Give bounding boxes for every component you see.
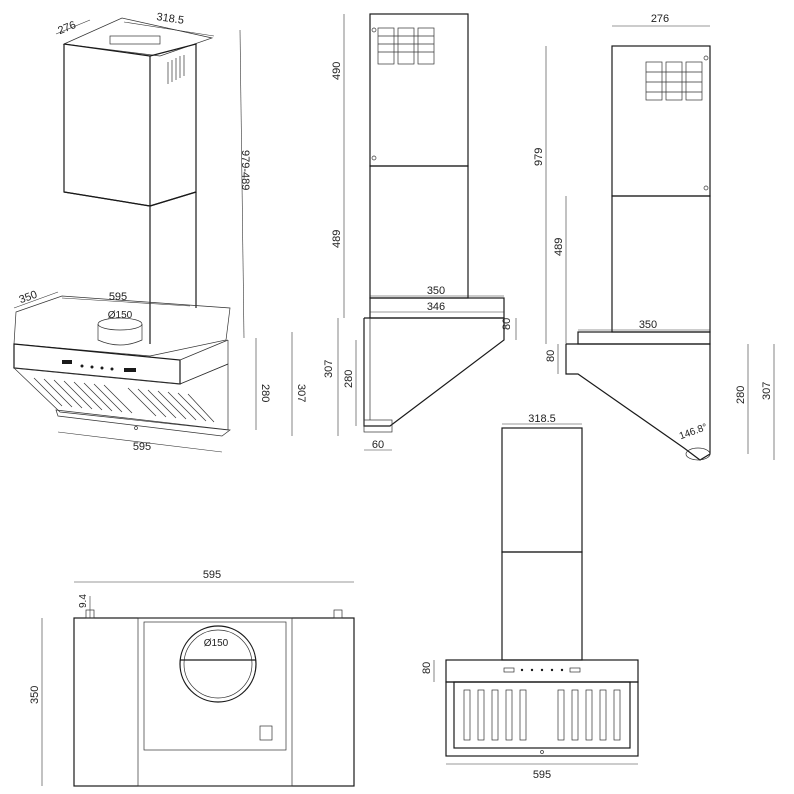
dim-595-front: 595: [533, 769, 551, 781]
dim-280-extended: 280: [735, 386, 747, 404]
dim-489-left: 489: [331, 230, 343, 248]
top-view: 595 9.4 350 Ø150: [29, 569, 355, 787]
dim-80-front: 80: [421, 662, 433, 674]
dim-307: 307: [295, 384, 307, 402]
front-view-dimensions: 318.5 80 595: [421, 413, 638, 781]
dim-318-5-front: 318.5: [528, 413, 556, 425]
dim-280-side: 280: [343, 370, 355, 388]
dim-318-5: 318.5: [156, 11, 185, 27]
top-view-dimensions: 595 9.4 350 Ø150: [29, 569, 354, 786]
dim-346: 346: [427, 301, 445, 313]
dim-350-top: 350: [29, 686, 41, 704]
dim-307-extended: 307: [761, 382, 773, 400]
side-extended-dimensions: 276 979 489 350 80 280 307 146.8°: [533, 13, 775, 460]
side-retracted-dimensions: 490 489 350 346 80 307 280 60: [323, 14, 517, 451]
dim-angle: 146.8°: [678, 422, 709, 442]
dim-80-side: 80: [501, 318, 513, 330]
dim-979: 979: [533, 148, 545, 166]
front-filters: [463, 689, 621, 741]
extended-vents: [645, 61, 703, 101]
dim-595-top-view: 595: [203, 569, 221, 581]
dim-9-4: 9.4: [78, 594, 89, 608]
dim-979-489: 979-489: [239, 150, 251, 190]
dim-350-extended: 350: [639, 319, 657, 331]
filter-slats: [33, 377, 215, 423]
perspective-view: 276 318.5 979-489 350 595 Ø150 280 307 5…: [13, 11, 307, 453]
chimney-vents: [167, 55, 185, 84]
dim-489-right: 489: [553, 238, 565, 256]
dim-595-bottom: 595: [133, 441, 151, 453]
dim-276: 276: [56, 19, 78, 37]
side-view-retracted: 490 489 350 346 80 307 280 60: [323, 13, 517, 451]
dim-350: 350: [18, 289, 39, 307]
dim-60: 60: [372, 439, 384, 451]
side-view-extended: 276 979 489 350 80 280 307 146.8°: [533, 13, 775, 461]
dim-307-side: 307: [323, 360, 335, 378]
front-controls: [503, 667, 581, 673]
dim-280: 280: [259, 384, 271, 402]
dim-595-top: 595: [109, 291, 127, 303]
dim-490: 490: [331, 62, 343, 80]
dim-276-side: 276: [651, 13, 669, 25]
front-view: 318.5 80 595: [421, 413, 639, 781]
dim-duct-150: Ø150: [108, 310, 133, 321]
perspective-dimensions: 276 318.5 979-489 350 595 Ø150 280 307 5…: [13, 11, 307, 453]
dim-80-extended: 80: [545, 350, 557, 362]
dim-duct-150-top: Ø150: [204, 638, 229, 649]
side-vents: [377, 27, 435, 65]
dim-350-side: 350: [427, 285, 445, 297]
